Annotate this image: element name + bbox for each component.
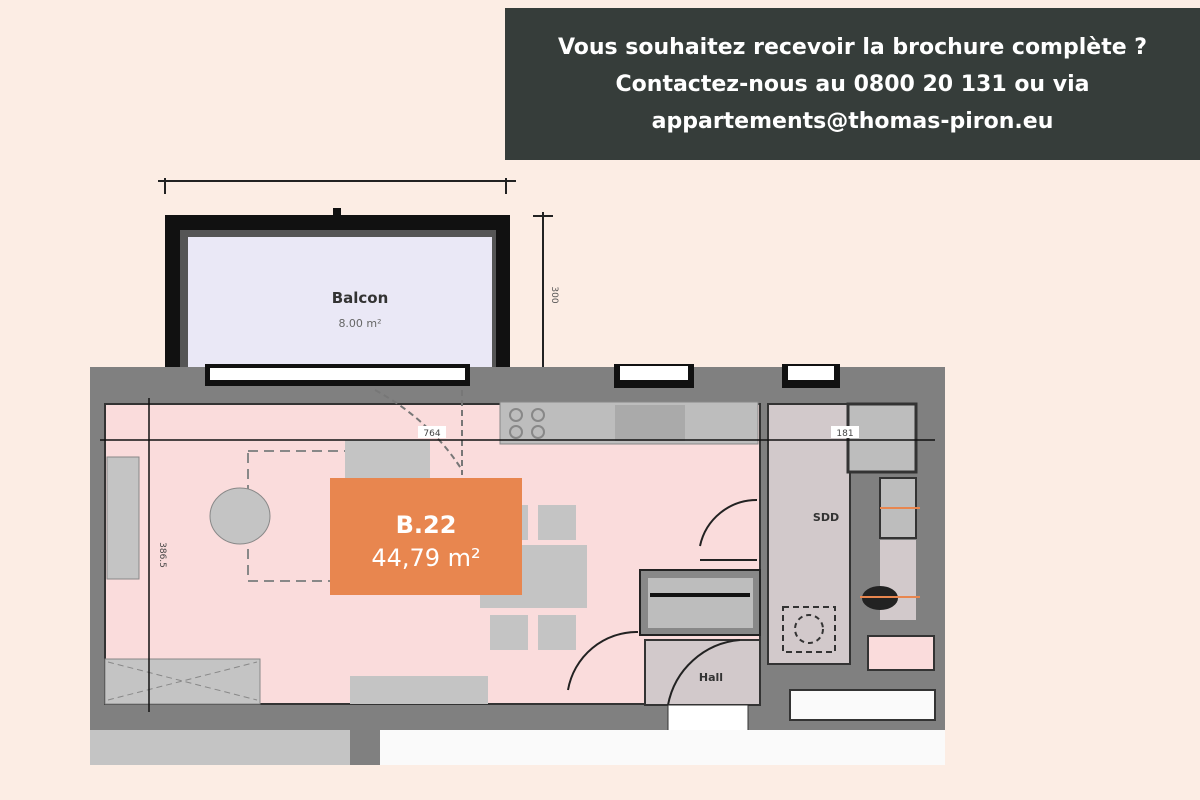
balcony-window bbox=[210, 368, 465, 380]
tv-unit bbox=[350, 676, 488, 704]
contact-banner: Vous souhaitez recevoir la brochure comp… bbox=[505, 8, 1200, 160]
round-table bbox=[209, 487, 271, 545]
corridor bbox=[380, 730, 945, 765]
unit-label: B.22 44,79 m² bbox=[330, 478, 522, 595]
unit-area: 44,79 m² bbox=[371, 544, 480, 572]
balcony: Balcon 8.00 m² bbox=[165, 208, 510, 370]
unit-code: B.22 bbox=[396, 511, 457, 539]
banner-email: appartements@thomas-piron.eu bbox=[651, 108, 1054, 134]
balcony-width-dimension bbox=[158, 178, 516, 194]
balcony-depth-dimension: 300 bbox=[533, 212, 559, 372]
living-depth-dimension: 386.5 bbox=[148, 398, 167, 712]
technical-shaft bbox=[789, 689, 936, 721]
shower bbox=[846, 402, 918, 474]
cooktop-icon bbox=[509, 408, 545, 439]
living-depth-label: 386.5 bbox=[157, 542, 167, 568]
hall-label: Hall bbox=[699, 671, 723, 684]
balcony-name: Balcon bbox=[332, 289, 389, 307]
bath-cabinet bbox=[867, 635, 935, 671]
banner-line-2: Contactez-nous au 0800 20 131 ou via bbox=[615, 71, 1090, 97]
balcony-area: 8.00 m² bbox=[338, 317, 381, 330]
storage-unit bbox=[104, 658, 261, 705]
armchair bbox=[345, 440, 430, 480]
kitchen-window bbox=[620, 366, 688, 380]
washing-machine bbox=[782, 606, 836, 653]
living-width-label: 764 bbox=[423, 429, 440, 439]
entrance-door bbox=[667, 639, 741, 706]
living-width-dimension: 764 181 bbox=[100, 426, 935, 441]
storage-cabinet bbox=[106, 456, 140, 580]
bathroom-door bbox=[699, 498, 758, 547]
balcony-depth-label: 300 bbox=[549, 286, 559, 303]
banner-line-1: Vous souhaitez recevoir la brochure comp… bbox=[557, 34, 1148, 60]
sink-icon bbox=[615, 405, 685, 441]
bath-width-label: 181 bbox=[836, 429, 853, 439]
bathroom-label: SDD bbox=[813, 511, 839, 524]
bathroom-window bbox=[788, 366, 834, 380]
bathroom: SDD bbox=[767, 402, 935, 671]
living-door bbox=[567, 630, 639, 691]
